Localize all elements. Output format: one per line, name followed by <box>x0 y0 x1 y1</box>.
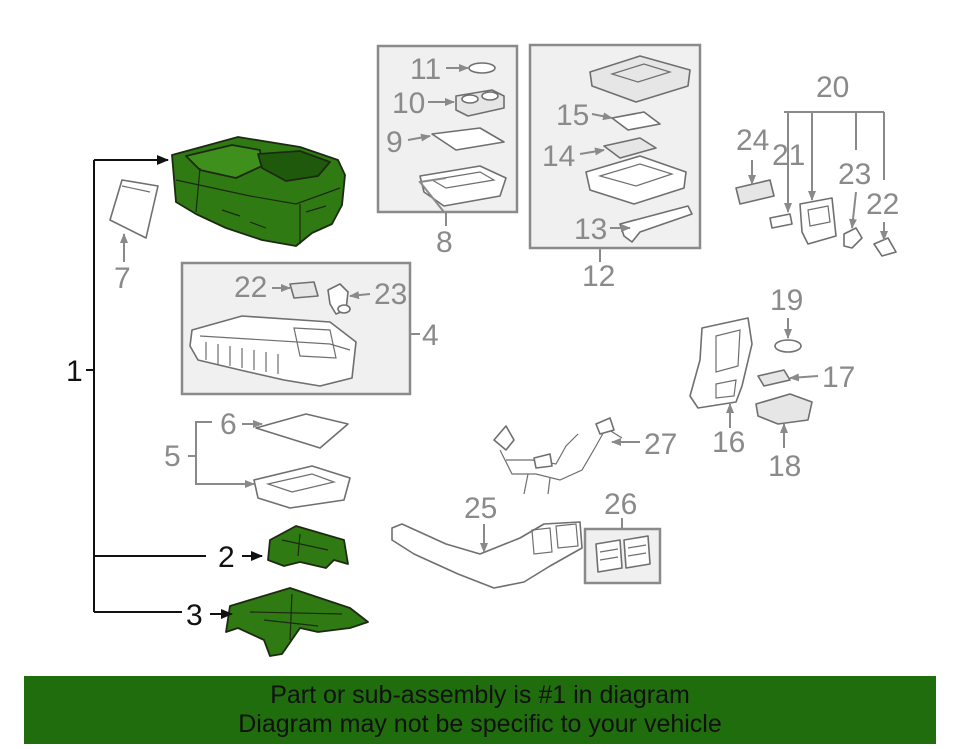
part-17-insert[interactable] <box>757 369 791 387</box>
callout-3: 3 <box>186 599 203 632</box>
part-4-frame[interactable] <box>189 315 357 387</box>
callout-8: 8 <box>436 226 453 259</box>
callout-27: 27 <box>644 428 677 461</box>
callout-23a: 23 <box>838 158 871 191</box>
callout-4: 4 <box>422 319 439 352</box>
part-20-panel[interactable] <box>799 197 837 245</box>
callout-20: 20 <box>816 71 849 104</box>
callout-7: 7 <box>114 262 131 295</box>
callout-2: 2 <box>218 541 235 574</box>
leader-lines <box>86 64 888 619</box>
callout-18: 18 <box>768 450 801 483</box>
callout-17: 17 <box>822 361 855 394</box>
callout-22b: 22 <box>234 271 267 304</box>
callout-26: 26 <box>604 488 637 521</box>
callout-21: 21 <box>772 139 805 172</box>
callout-11: 11 <box>410 53 441 86</box>
part-13-hinge[interactable] <box>619 205 693 243</box>
part-3-mounting-frame[interactable] <box>225 587 369 657</box>
callout-5: 5 <box>164 440 181 473</box>
callout-10: 10 <box>392 87 425 120</box>
part-23-socket-b[interactable] <box>843 227 863 249</box>
part-14-latch[interactable] <box>603 137 657 159</box>
part-9-mat[interactable] <box>431 127 505 151</box>
callout-labels: 1 2 3 4 5 6 7 8 9 10 11 12 13 14 15 16 1… <box>66 53 899 632</box>
callout-13: 13 <box>574 213 607 246</box>
part-22-switch-b[interactable] <box>873 237 897 257</box>
part-lid-base-12[interactable] <box>585 155 687 205</box>
info-banner: Part or sub-assembly is #1 in diagram Di… <box>24 676 936 744</box>
part-25-duct[interactable] <box>391 521 583 589</box>
callout-12: 12 <box>582 260 615 293</box>
part-26-vents[interactable] <box>595 535 651 573</box>
callout-15: 15 <box>556 99 589 132</box>
banner-line-2: Diagram may not be specific to your vehi… <box>238 710 722 738</box>
part-18-tray[interactable] <box>755 393 813 425</box>
part-15-pad[interactable] <box>611 111 661 131</box>
callout-22a: 22 <box>866 188 899 221</box>
part-7-side-panel[interactable] <box>109 179 159 239</box>
callout-24: 24 <box>736 124 769 157</box>
part-1-console-body[interactable] <box>171 136 346 247</box>
part-2-bracket[interactable] <box>267 525 349 569</box>
part-10-cup-holder[interactable] <box>455 89 505 117</box>
banner-line-1: Part or sub-assembly is #1 in diagram <box>270 681 690 709</box>
callout-1: 1 <box>66 355 83 388</box>
callout-23b: 23 <box>374 278 407 311</box>
part-19-button[interactable] <box>774 339 802 353</box>
part-27-wiring-harness[interactable] <box>493 417 623 495</box>
part-11-plug[interactable] <box>468 62 496 74</box>
callout-6: 6 <box>220 408 237 441</box>
part-21-switch[interactable] <box>769 213 793 229</box>
part-tray-8[interactable] <box>419 165 507 207</box>
callout-19: 19 <box>770 284 803 317</box>
part-16-bezel[interactable] <box>689 317 753 409</box>
part-24-module[interactable] <box>735 179 775 205</box>
part-lid-12[interactable] <box>589 55 691 103</box>
callout-14: 14 <box>542 140 575 173</box>
callout-25: 25 <box>464 492 497 525</box>
callout-16: 16 <box>712 426 745 459</box>
part-22-switch[interactable] <box>289 281 319 299</box>
part-5-tray[interactable] <box>253 465 351 509</box>
part-23-socket[interactable] <box>327 283 351 315</box>
callout-9: 9 <box>386 126 403 159</box>
part-6-mat[interactable] <box>255 413 349 449</box>
